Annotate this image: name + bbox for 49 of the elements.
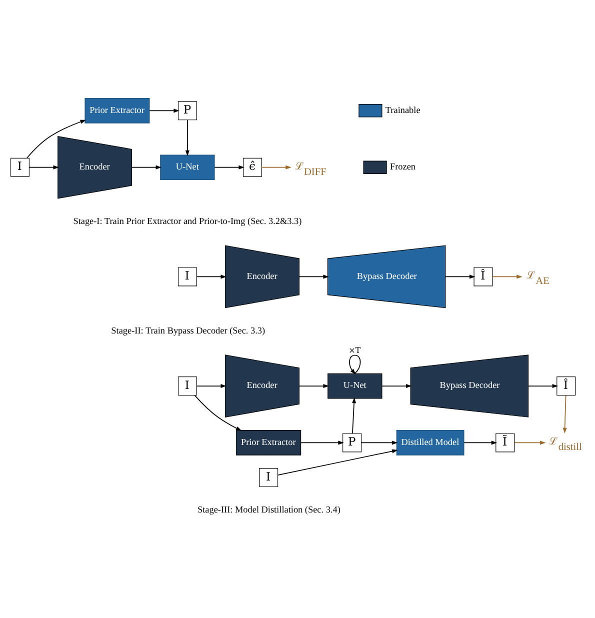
- node-box: I: [178, 376, 197, 396]
- legend-label: Frozen: [390, 161, 416, 172]
- arrow: [278, 448, 398, 475]
- arrow: [261, 164, 292, 169]
- arrow: [492, 274, 522, 278]
- node-box: Ĩ: [496, 432, 515, 452]
- arrow: [185, 119, 190, 156]
- arrow: [445, 274, 476, 278]
- legend-label: Trainable: [385, 104, 420, 114]
- node-box: Prior Extractor: [236, 430, 302, 455]
- node-box: I: [178, 266, 197, 286]
- arrow: [26, 119, 86, 158]
- arrow: [562, 394, 567, 434]
- arrow: [149, 108, 180, 112]
- node-box: U-Net: [328, 372, 382, 398]
- node-box: P: [178, 100, 197, 120]
- arrow: [349, 354, 361, 374]
- arrow: [194, 394, 242, 430]
- label: Stage-II: Train Bypass Decoder (Sec. 3.3): [111, 325, 266, 336]
- node-box: I: [259, 468, 278, 487]
- arrow: [298, 274, 329, 278]
- node-box: Bypass Decoder: [327, 244, 446, 308]
- node-box: ϵ̂: [242, 157, 262, 176]
- arrow: [214, 164, 244, 169]
- arrow: [528, 384, 558, 388]
- arrow: [514, 440, 546, 444]
- arrow: [464, 440, 498, 444]
- arrow: [382, 384, 412, 388]
- arrow: [28, 164, 60, 169]
- node-box: Distilled Model: [396, 430, 464, 455]
- arrow: [300, 440, 344, 444]
- node-box: I: [10, 157, 30, 176]
- node-box: P: [342, 432, 362, 452]
- node-box: Prior Extractor: [84, 98, 150, 123]
- node-box: Bypass Decoder: [410, 354, 529, 417]
- arrow: [196, 274, 226, 278]
- node-box: Encoder: [225, 244, 300, 308]
- arrow: [352, 396, 356, 434]
- node-box: Encoder: [58, 135, 132, 198]
- node-box: U-Net: [160, 154, 215, 180]
- label: Stage-III: Model Distillation (Sec. 3.4): [198, 504, 340, 514]
- node-box: Î: [556, 376, 576, 396]
- arrow: [298, 384, 329, 388]
- node-box: Encoder: [225, 354, 300, 417]
- arrow: [360, 440, 398, 444]
- arrow: [196, 384, 226, 388]
- label: Stage-I: Train Prior Extractor and Prior-to-Img (Sec. 3.2&3.3): [73, 216, 302, 226]
- node-box: Î: [474, 266, 493, 286]
- arrow: [131, 164, 162, 169]
